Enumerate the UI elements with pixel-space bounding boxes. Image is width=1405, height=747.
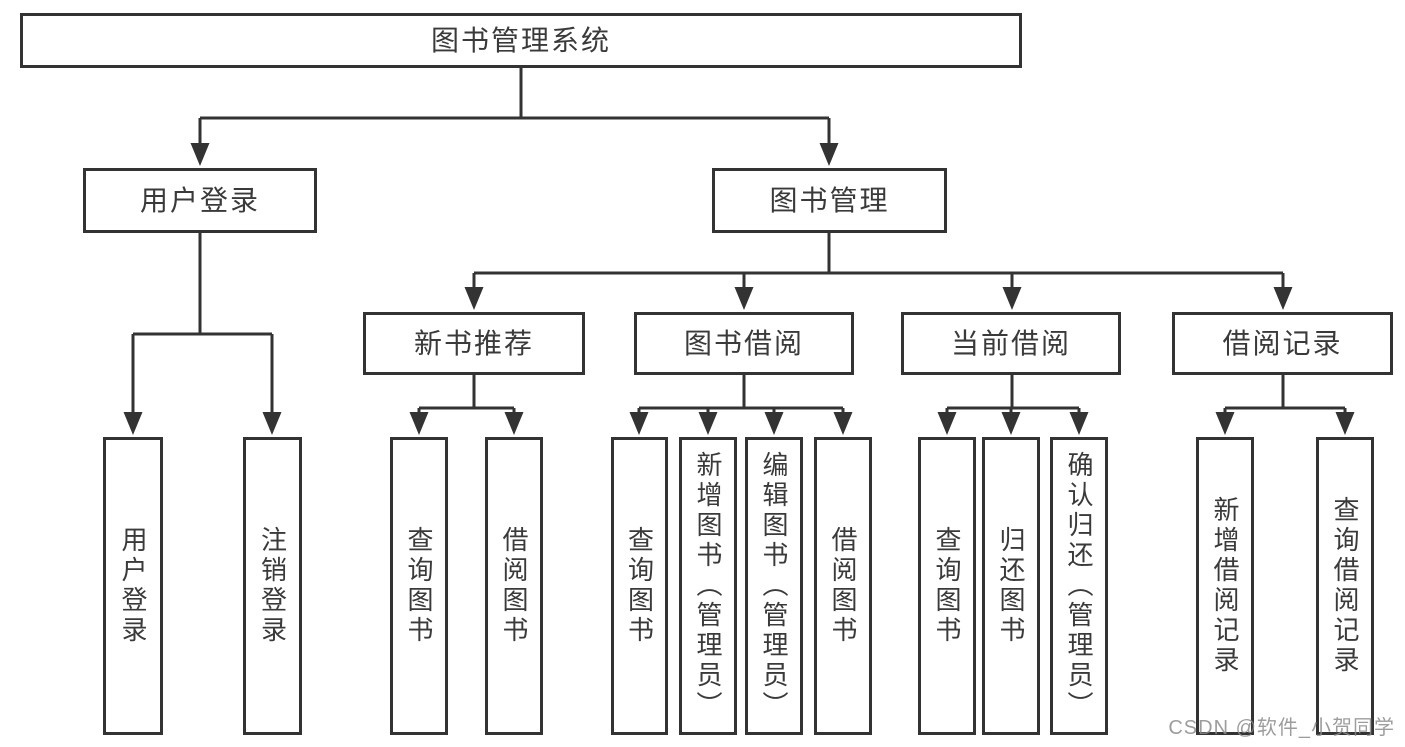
arrowhead-group: [123, 143, 1355, 435]
node-borrow-records-label: 借阅记录: [1222, 327, 1343, 359]
leaf-label: 借阅图书: [828, 526, 858, 646]
node-book-management: 图书管理: [712, 168, 947, 233]
leaf-query-books-recommend: 查询图书: [390, 437, 448, 735]
node-user-login: 用户登录: [83, 168, 317, 233]
leaf-label: 查询图书: [404, 526, 434, 646]
leaf-add-books-admin: 新增图书（管理员）: [679, 437, 737, 735]
node-book-borrow-label: 图书借阅: [683, 327, 804, 359]
node-root-label: 图书管理系统: [430, 24, 611, 56]
node-borrow-records: 借阅记录: [1172, 312, 1393, 375]
leaf-label: 查询图书: [624, 526, 655, 646]
leaf-label: 借阅图书: [499, 526, 529, 646]
leaf-label: 新增图书（管理员）: [693, 451, 723, 721]
leaf-return-books: 归还图书: [982, 437, 1040, 735]
leaf-label: 查询图书: [932, 526, 962, 646]
node-book-management-label: 图书管理: [769, 184, 890, 216]
node-new-book-recommend: 新书推荐: [363, 312, 585, 375]
node-current-borrow: 当前借阅: [901, 312, 1121, 375]
leaf-query-books-current: 查询图书: [918, 437, 976, 735]
leaf-borrow-books: 借阅图书: [814, 437, 872, 735]
leaf-label: 编辑图书（管理员）: [759, 451, 789, 721]
watermark: CSDN @软件_小贺同学: [1168, 717, 1395, 739]
leaf-query-borrow-record: 查询借阅记录: [1316, 437, 1374, 735]
leaf-label: 注销登录: [257, 526, 288, 646]
leaf-borrow-books-recommend: 借阅图书: [485, 437, 543, 735]
node-user-login-label: 用户登录: [139, 184, 260, 216]
leaf-label: 新增借阅记录: [1210, 496, 1240, 676]
leaf-label: 用户登录: [118, 526, 148, 646]
leaf-edit-books-admin: 编辑图书（管理员）: [745, 437, 803, 735]
leaf-user-login: 用户登录: [103, 437, 163, 735]
leaf-confirm-return-admin: 确认归还（管理员）: [1050, 437, 1108, 735]
node-book-borrow: 图书借阅: [634, 312, 854, 375]
leaf-query-books-borrow: 查询图书: [611, 437, 668, 735]
leaf-label: 查询借阅记录: [1330, 496, 1360, 676]
node-current-borrow-label: 当前借阅: [950, 327, 1071, 359]
leaf-add-borrow-record: 新增借阅记录: [1196, 437, 1254, 735]
leaf-label: 确认归还（管理员）: [1064, 451, 1094, 721]
node-root: 图书管理系统: [20, 13, 1022, 68]
node-new-book-recommend-label: 新书推荐: [413, 327, 534, 359]
leaf-label: 归还图书: [996, 526, 1026, 646]
leaf-logout: 注销登录: [243, 437, 302, 735]
